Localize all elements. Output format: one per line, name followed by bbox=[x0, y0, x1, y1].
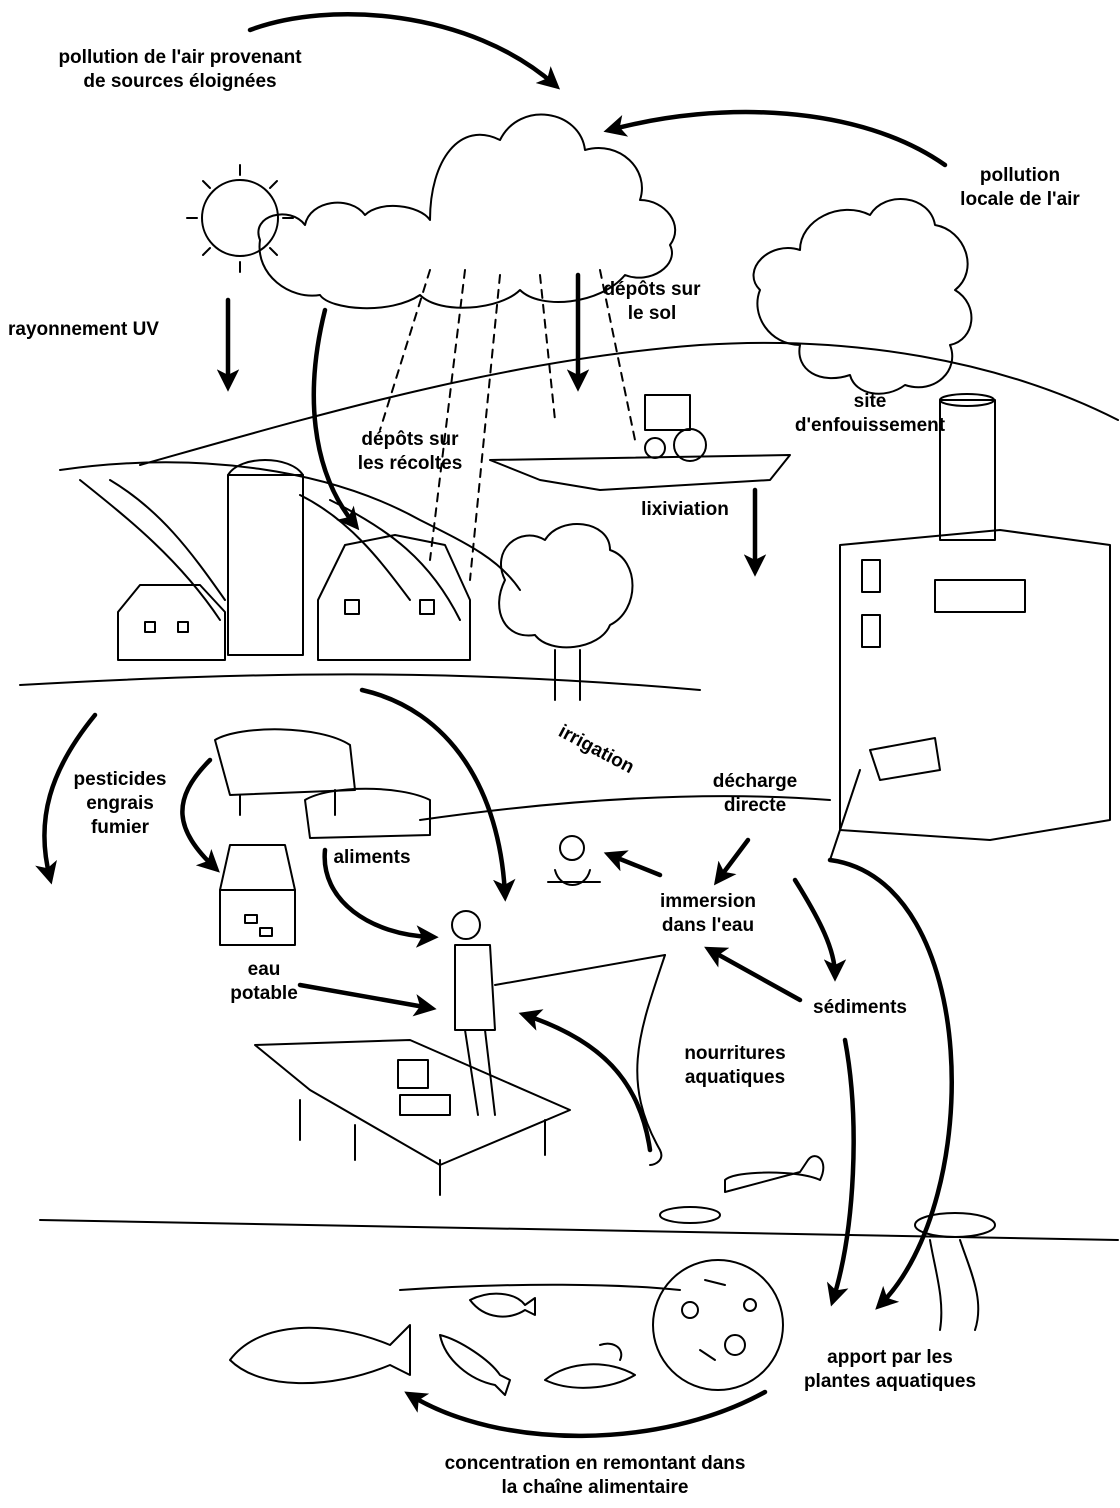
label-uv: rayonnement UV bbox=[8, 319, 159, 340]
sun-rays bbox=[186, 164, 294, 273]
cloud-smoke bbox=[752, 198, 973, 395]
fish-small-2 bbox=[439, 1334, 511, 1396]
arrow-food-field bbox=[359, 687, 516, 902]
arrow-sediment-down bbox=[792, 877, 847, 982]
label-food: aliments bbox=[333, 847, 411, 868]
fish-large bbox=[229, 1324, 411, 1385]
bucket bbox=[397, 1059, 429, 1089]
arrow-foodchain bbox=[404, 1389, 768, 1439]
fishing-line bbox=[636, 954, 666, 1166]
cloud-main bbox=[257, 113, 677, 310]
tree bbox=[498, 523, 634, 649]
arrow-crops bbox=[311, 307, 360, 531]
lily-pad bbox=[659, 1206, 721, 1224]
tackle-box bbox=[399, 1094, 451, 1116]
arrow-pesticides-1 bbox=[35, 712, 98, 885]
arrow-factory-plants bbox=[827, 857, 954, 1310]
arrow-food bbox=[322, 847, 439, 948]
cow-1 bbox=[214, 728, 356, 796]
discharge-pipe bbox=[869, 737, 941, 781]
silo bbox=[227, 474, 304, 656]
arrow-aquatic-food bbox=[518, 1009, 653, 1153]
tractor bbox=[644, 394, 691, 431]
dock bbox=[254, 1039, 571, 1166]
arrow-pesticides-2 bbox=[180, 757, 220, 873]
shore-line bbox=[419, 795, 831, 821]
arrow-air-local bbox=[603, 109, 948, 168]
landfill bbox=[489, 454, 791, 491]
fisher-body bbox=[454, 944, 496, 1031]
chimney bbox=[939, 399, 996, 541]
leaf-organism bbox=[544, 1363, 636, 1389]
sun-icon bbox=[201, 179, 279, 257]
arrow-immersion-swimmer bbox=[603, 850, 663, 878]
farmhouse bbox=[117, 584, 226, 661]
fisher-head bbox=[451, 910, 481, 940]
larva bbox=[599, 1342, 623, 1361]
field-line bbox=[59, 461, 521, 591]
arrow-discharge bbox=[713, 837, 751, 886]
hill-line bbox=[139, 341, 1119, 466]
plankton-magnified bbox=[652, 1259, 784, 1391]
barn bbox=[317, 534, 471, 661]
ground-line bbox=[19, 673, 701, 691]
arrow-sediments-immersion bbox=[704, 946, 803, 1003]
lake-bottom bbox=[399, 1283, 681, 1291]
label-leaching: lixiviation bbox=[641, 499, 729, 520]
label-sediments: sédiments bbox=[813, 997, 907, 1018]
cow-2 bbox=[304, 787, 431, 839]
well bbox=[219, 889, 296, 946]
duck bbox=[724, 1155, 825, 1193]
arrow-sediments-plants bbox=[826, 1037, 856, 1307]
aquatic-plant bbox=[929, 1239, 980, 1331]
arrow-water bbox=[297, 982, 437, 1017]
swimmer-head bbox=[559, 835, 585, 861]
arrow-air-far bbox=[247, 12, 561, 90]
fishing-rod bbox=[494, 954, 666, 986]
fish-small-1 bbox=[469, 1292, 536, 1318]
